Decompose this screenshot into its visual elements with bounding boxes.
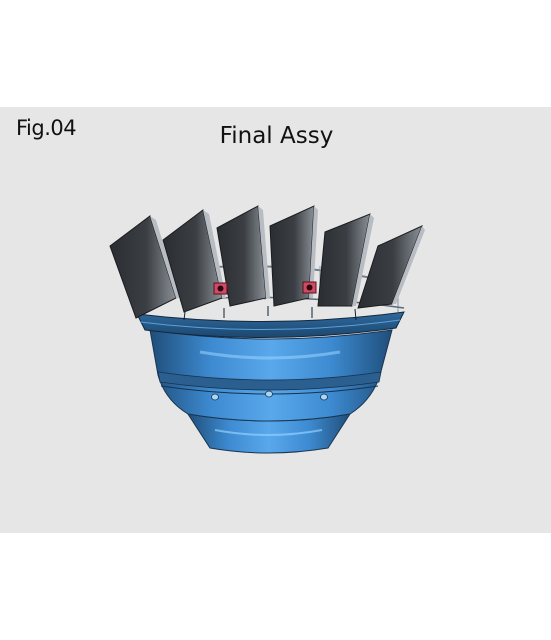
hub-lower-highlight [214, 429, 323, 436]
blade-5 [317, 213, 374, 307]
blade-4 [269, 205, 318, 307]
ring-hole-center [265, 390, 273, 398]
ring-hole-left [211, 393, 219, 401]
figure-label: Fig.04 [16, 116, 77, 140]
platform-seams [183, 306, 357, 321]
blade-3 [216, 205, 270, 307]
blade-6 [357, 225, 425, 309]
lock-marker-left [213, 282, 228, 295]
blade-2 [162, 209, 226, 313]
figure-title-text: Final Assy [219, 123, 334, 149]
ring-platform-edge [139, 319, 401, 331]
lock-marker-right [302, 281, 317, 294]
blade-1 [109, 215, 180, 319]
figure-title: Final Assy [0, 123, 551, 149]
ring-band-1 [157, 371, 382, 391]
figure-panel [0, 107, 551, 533]
ring-highlight [199, 350, 341, 360]
ring-hole-right [320, 393, 328, 401]
